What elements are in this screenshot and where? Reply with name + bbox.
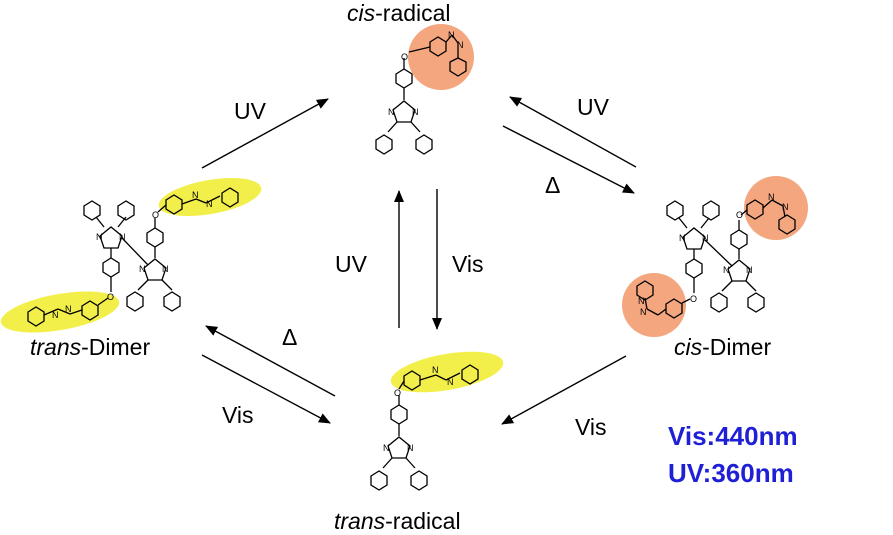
- atom-label: N: [782, 202, 789, 212]
- condition-uv-top-left: UV: [234, 98, 266, 124]
- trans-radical-atoms: O N N N N: [383, 365, 454, 453]
- condition-heat-bottom-left: Δ: [282, 324, 298, 350]
- cis-dimer-molecule: [636, 199, 796, 319]
- trans-dimer-label: trans-Dimer: [30, 334, 150, 361]
- cis-radical-azo-highlight: [408, 24, 474, 90]
- label-suffix: -Dimer: [81, 334, 151, 360]
- cis-dimer-azo-highlight-top: [744, 176, 808, 240]
- atom-label: O: [394, 388, 401, 398]
- atom-label: O: [736, 210, 743, 220]
- cis-radical-atoms: O N N N N: [388, 30, 464, 117]
- atom-label: N: [638, 296, 645, 306]
- atom-label: N: [52, 310, 59, 320]
- atom-label: N: [162, 264, 169, 274]
- condition-vis-bottom-right: Vis: [575, 414, 607, 440]
- atom-label: N: [96, 232, 103, 242]
- label-prefix: trans: [334, 508, 386, 534]
- trans-radical-azo-highlight: [390, 351, 504, 393]
- cis-dimer-azo-highlight-bottom: [622, 273, 686, 337]
- atom-label: N: [746, 265, 753, 275]
- label-prefix: cis: [674, 334, 703, 360]
- atom-label: O: [107, 292, 114, 302]
- uv-wavelength-note: UV:360nm: [668, 458, 794, 488]
- condition-heat-top-right: Δ: [545, 172, 561, 198]
- arrow-cis-dimer-to-cis-radical: [509, 96, 637, 168]
- vis-wavelength-note: Vis:440nm: [668, 421, 798, 451]
- label-prefix: cis: [347, 0, 376, 26]
- reaction-arrows: [201, 96, 637, 425]
- cis-dimer-atoms: O N N N N N N O N N: [638, 192, 789, 317]
- atom-label: N: [119, 232, 126, 242]
- condition-uv-center: UV: [335, 251, 367, 277]
- atom-label: O: [152, 210, 159, 220]
- trans-dimer-azo-highlight-bottom: [0, 291, 120, 333]
- atom-label: N: [448, 30, 455, 40]
- cis-radical-label: cis-radical: [347, 0, 451, 27]
- atom-label: N: [432, 365, 439, 375]
- trans-dimer-atoms: O N N N N N N O N N: [52, 190, 213, 320]
- atom-label: N: [457, 40, 464, 50]
- atom-label: N: [768, 192, 775, 202]
- atom-label: N: [723, 265, 730, 275]
- label-suffix: -Dimer: [702, 334, 772, 360]
- trans-radical-label: trans-radical: [334, 508, 461, 535]
- atom-label: N: [65, 304, 72, 314]
- arrow-trans-dimer-to-trans-radical: [201, 354, 331, 424]
- atom-label: N: [206, 199, 213, 209]
- label-suffix: -radical: [375, 0, 451, 26]
- atom-label: N: [447, 377, 454, 387]
- atom-label: N: [407, 443, 414, 453]
- atom-label: N: [412, 107, 419, 117]
- atom-label: N: [383, 443, 390, 453]
- atom-label: N: [679, 233, 686, 243]
- cis-radical-molecule: [375, 34, 467, 155]
- arrow-trans-radical-to-trans-dimer: [205, 325, 336, 397]
- arrow-trans-dimer-to-cis-radical: [201, 98, 329, 169]
- cis-dimer-label: cis-Dimer: [674, 334, 771, 361]
- atom-label: N: [702, 233, 709, 243]
- trans-dimer-azo-highlight-top: [158, 177, 262, 217]
- atom-label: N: [139, 264, 146, 274]
- trans-dimer-molecule: [27, 187, 239, 327]
- atom-label: O: [401, 52, 408, 62]
- condition-vis-center: Vis: [452, 251, 484, 277]
- arrow-cis-dimer-to-trans-radical: [501, 355, 627, 425]
- condition-vis-bottom-left: Vis: [222, 402, 254, 428]
- arrow-cis-radical-to-cis-dimer: [502, 125, 635, 194]
- atom-label: N: [388, 107, 395, 117]
- label-prefix: trans: [30, 334, 82, 360]
- atom-label: N: [192, 190, 199, 200]
- atom-label: N: [640, 307, 647, 317]
- atom-label: O: [690, 294, 697, 304]
- trans-radical-molecule: [370, 364, 479, 491]
- label-suffix: -radical: [385, 508, 461, 534]
- condition-uv-top-right: UV: [577, 94, 609, 120]
